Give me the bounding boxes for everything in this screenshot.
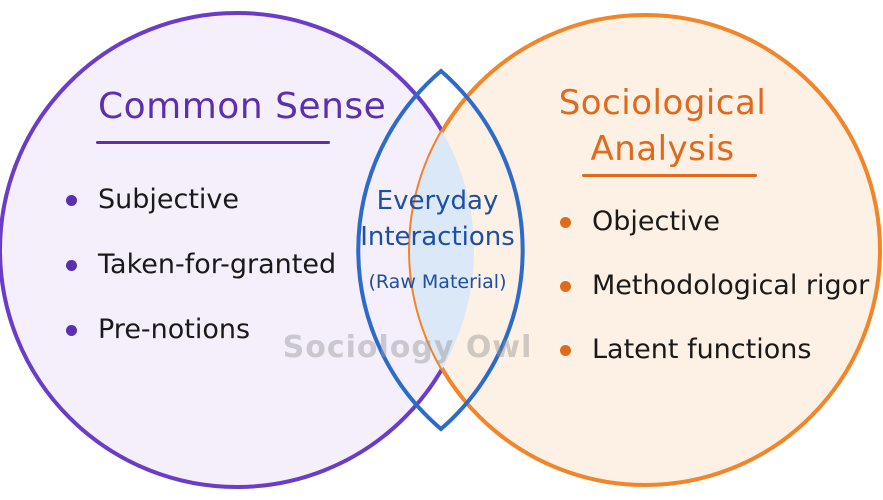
sociological-analysis-list: Objective Methodological rigor Latent fu… xyxy=(560,202,869,394)
list-item: Methodological rigor xyxy=(560,266,869,330)
item-label: Subjective xyxy=(98,184,240,215)
item-label: Objective xyxy=(592,206,721,237)
item-label: Taken-for-granted xyxy=(98,249,337,280)
overlap-line: Interactions xyxy=(360,222,515,252)
item-label: Methodological rigor xyxy=(592,270,870,301)
list-item: Latent functions xyxy=(560,330,869,394)
title-line: Analysis xyxy=(590,129,735,169)
common-sense-underline xyxy=(96,141,330,144)
sociological-analysis-title: Sociological Analysis xyxy=(500,80,825,172)
bullet-dot-icon xyxy=(560,281,571,292)
bullet-dot-icon xyxy=(66,260,77,271)
common-sense-list: Subjective Taken-for-granted Pre-notions xyxy=(66,180,336,375)
overlap-outline xyxy=(356,68,525,432)
list-item: Taken-for-granted xyxy=(66,245,336,310)
bullet-dot-icon xyxy=(66,325,77,336)
list-item: Objective xyxy=(560,202,869,266)
list-item: Subjective xyxy=(66,180,336,245)
watermark: Sociology Owl xyxy=(282,330,533,365)
sociological-analysis-underline xyxy=(582,174,757,177)
overlap-label: Everyday Interactions (Raw Material) xyxy=(345,183,530,297)
common-sense-title: Common Sense xyxy=(98,86,387,127)
bullet-dot-icon xyxy=(66,195,77,206)
bullet-dot-icon xyxy=(560,345,571,356)
title-line: Sociological xyxy=(558,83,767,123)
overlap-line: Everyday xyxy=(376,186,499,216)
bullet-dot-icon xyxy=(560,217,571,228)
overlap-subtitle: (Raw Material) xyxy=(368,271,507,293)
item-label: Latent functions xyxy=(592,334,812,365)
list-item: Pre-notions xyxy=(66,310,336,375)
item-label: Pre-notions xyxy=(98,314,251,345)
